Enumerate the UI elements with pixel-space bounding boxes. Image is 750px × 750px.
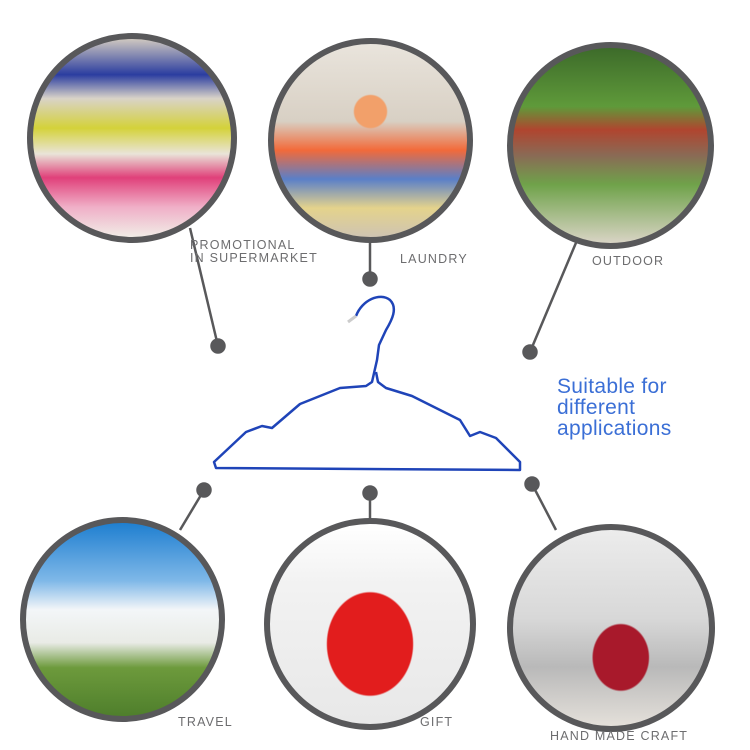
photo-outdoor [507, 42, 714, 249]
connector-dot [522, 344, 538, 360]
label-line: IN SUPERMARKET [190, 251, 318, 265]
label-hand-made-craft: HAND MADE CRAFT [550, 729, 689, 743]
label-laundry: LAUNDRY [400, 252, 468, 266]
label-gift: GIFT [420, 715, 454, 729]
photo-gift [264, 518, 476, 730]
label-outdoor: OUTDOOR [592, 254, 665, 268]
label-travel: TRAVEL [178, 715, 233, 729]
label-line: PROMOTIONAL [190, 238, 296, 252]
tagline-line: Suitable for [557, 375, 667, 398]
photo-laundry [268, 38, 473, 243]
photo-promotional-supermarket [27, 33, 237, 243]
wire-hanger-image [212, 295, 522, 472]
tagline: Suitable for different applications [557, 376, 672, 439]
photo-hand-made-craft [507, 524, 715, 732]
label-promotional-supermarket: PROMOTIONAL IN SUPERMARKET [190, 239, 318, 265]
tagline-line: different [557, 396, 636, 419]
tagline-line: applications [557, 417, 672, 440]
connector-dot [362, 271, 378, 287]
connector-dot [362, 485, 378, 501]
connector-dot [210, 338, 226, 354]
connector-dot [196, 482, 212, 498]
photo-travel [20, 517, 225, 722]
connector-dot [524, 476, 540, 492]
